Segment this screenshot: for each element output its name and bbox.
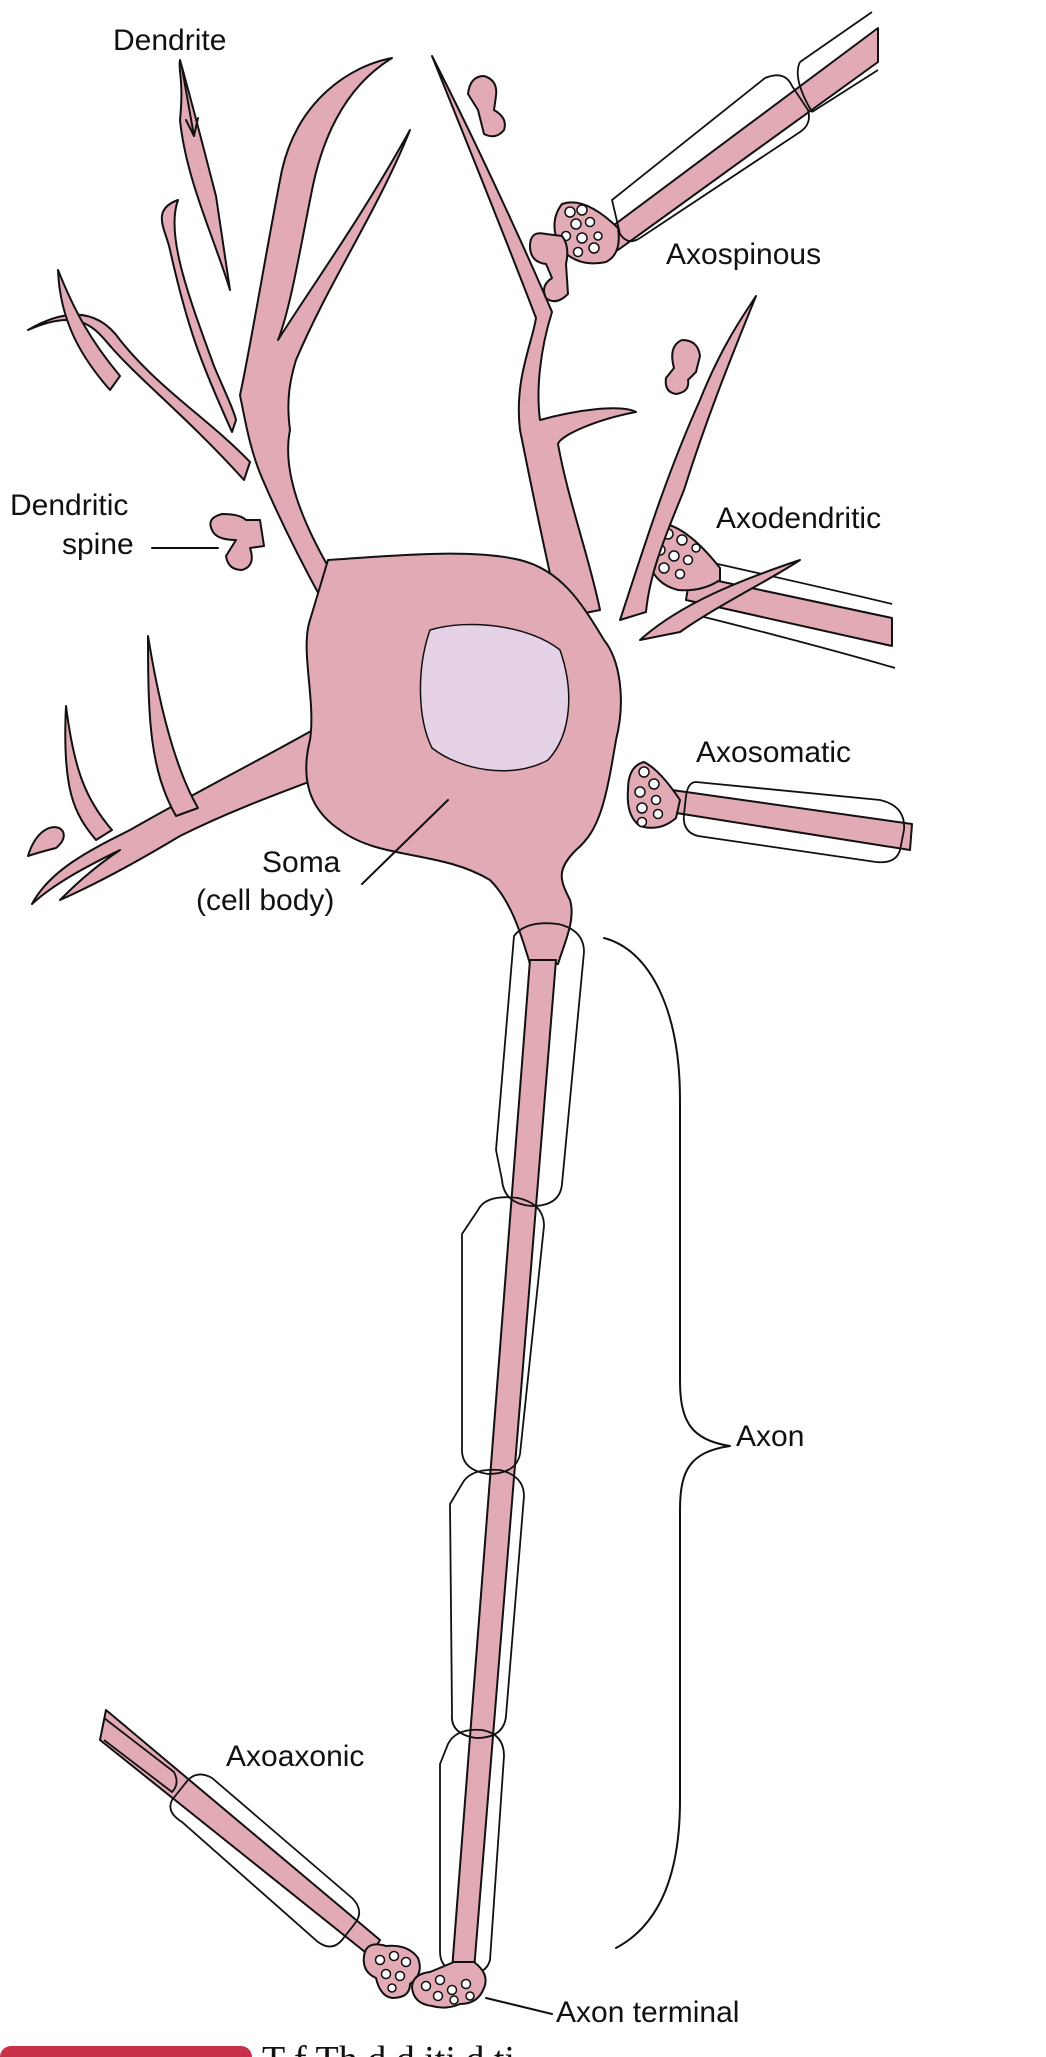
soma-leader xyxy=(361,799,449,885)
label-dendrite: Dendrite xyxy=(113,24,226,57)
label-soma-line2: (cell body) xyxy=(196,884,334,917)
axosomatic-axon xyxy=(626,761,913,864)
label-axodendritic: Axodendritic xyxy=(716,502,881,535)
label-axospinous: Axospinous xyxy=(666,238,821,271)
leader-lines xyxy=(151,67,731,2015)
caption-badge xyxy=(0,2046,252,2057)
caption-text: T f Th d d iti d ti xyxy=(262,2039,515,2057)
nucleus xyxy=(419,623,570,772)
axodendritic-axon xyxy=(646,523,896,669)
labels: Dendrite Dendritic spine Axospinous Axod… xyxy=(10,24,881,2029)
label-soma-line1: Soma xyxy=(262,846,341,879)
synaptic-vesicles xyxy=(374,1950,412,1993)
label-dendritic-spine-line2: spine xyxy=(62,528,134,561)
dendrite-upper-right xyxy=(431,55,637,619)
label-axoaxonic: Axoaxonic xyxy=(226,1740,364,1773)
label-axon: Axon xyxy=(736,1420,804,1453)
synaptic-vesicles xyxy=(634,766,664,828)
synaptic-vesicles xyxy=(420,1974,475,2005)
axoaxonic-axon xyxy=(99,1709,421,1999)
axon-terminal-leader xyxy=(485,1997,553,2015)
dendrite-leader xyxy=(181,67,195,137)
label-axon-terminal: Axon terminal xyxy=(556,1996,739,2029)
axospinous-axon xyxy=(553,11,879,265)
label-axosomatic: Axosomatic xyxy=(696,736,851,769)
dendritic-spine xyxy=(209,513,265,571)
label-dendritic-spine-line1: Dendritic xyxy=(10,489,128,522)
dendrite-upper-left xyxy=(239,57,411,601)
caption-strip: T f Th d d iti d ti xyxy=(0,2039,515,2057)
neuron xyxy=(27,55,801,2009)
dendrite-lower-left xyxy=(31,725,341,905)
axon-bracket xyxy=(603,937,731,1949)
